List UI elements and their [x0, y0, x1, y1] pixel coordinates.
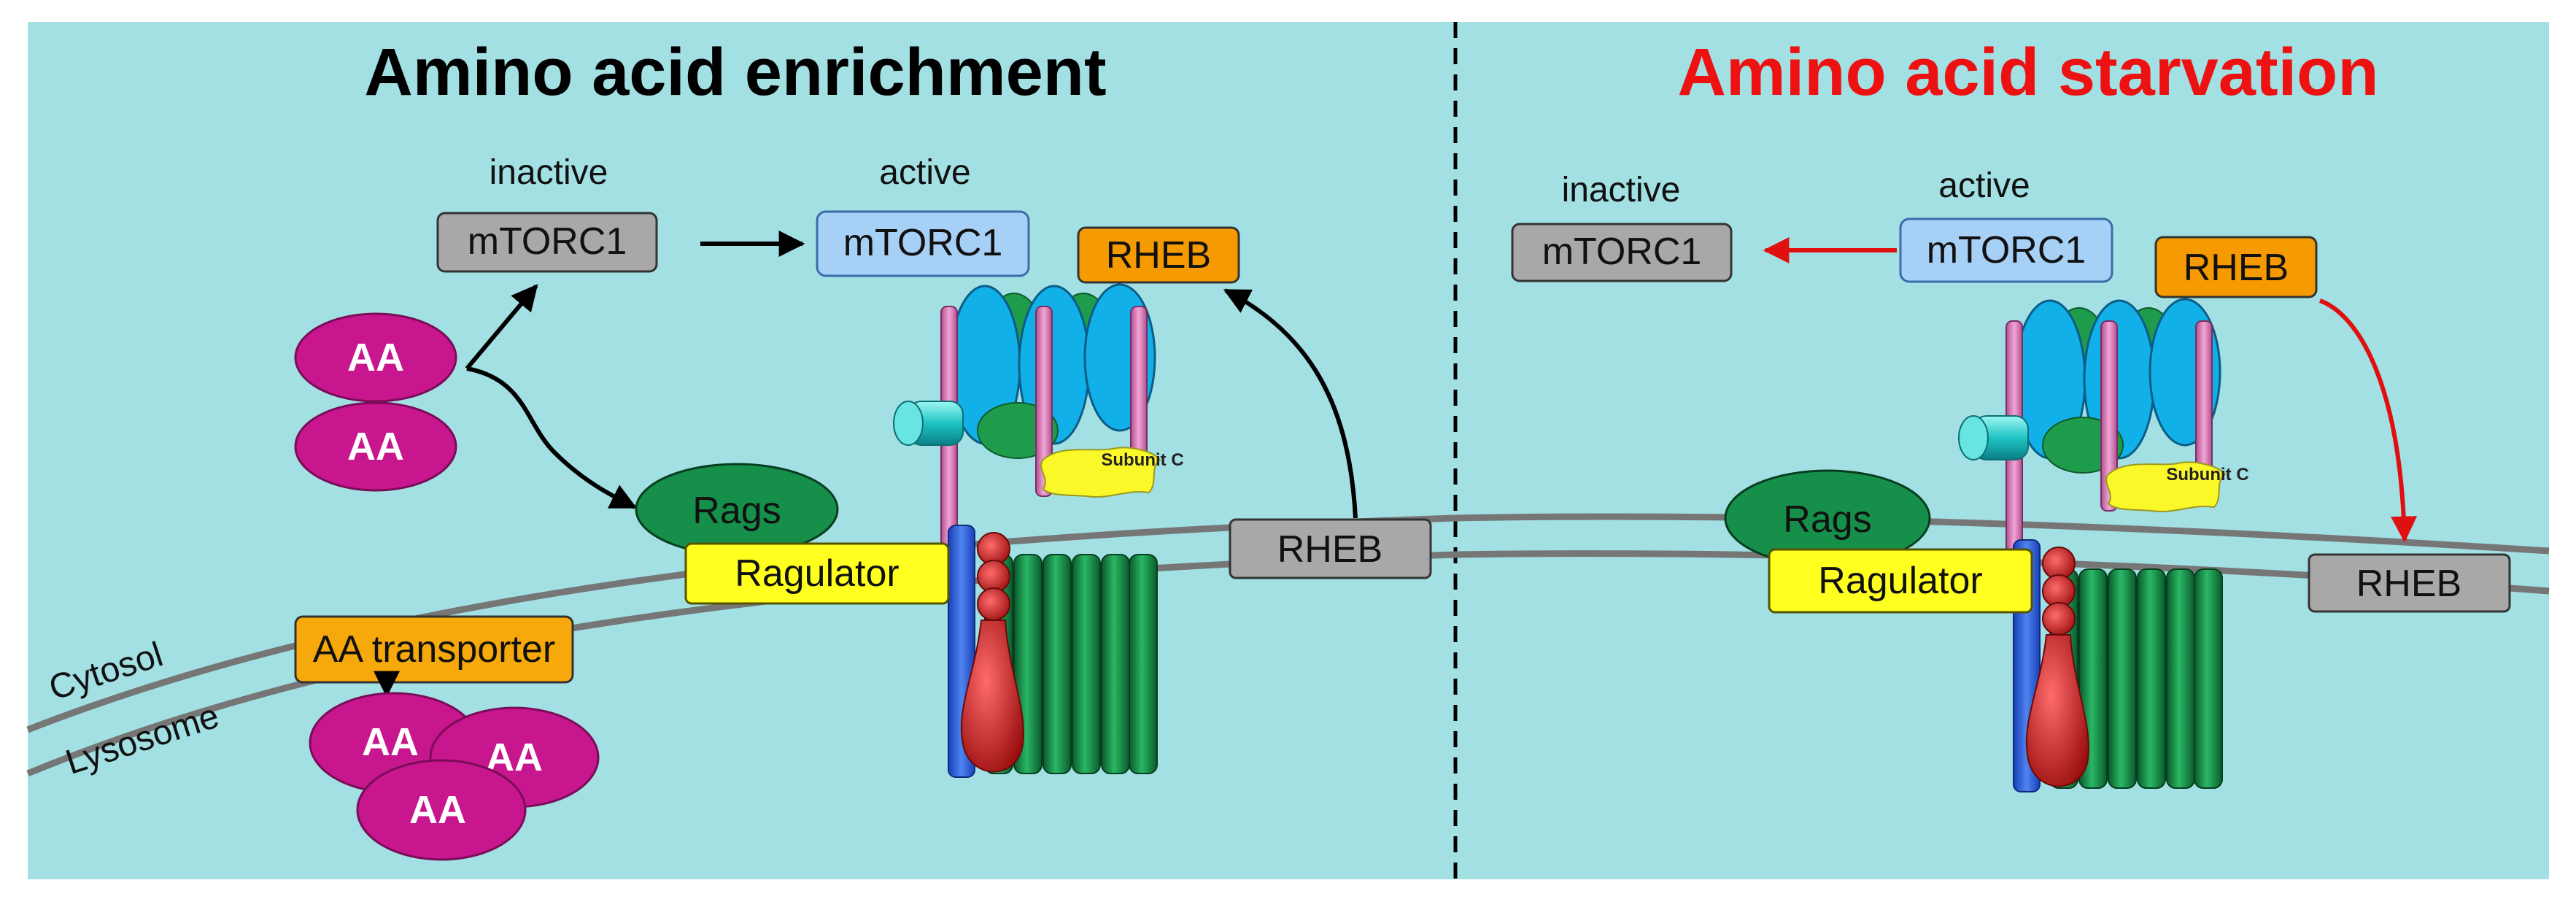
left-rheb-membrane-text: RHEB — [1277, 528, 1382, 571]
aa-cytosol-1: AA — [294, 312, 457, 403]
left-inactive-label: inactive — [490, 153, 608, 192]
aa-cytosol-1-text: AA — [347, 336, 404, 379]
aa-to-mtorc1-arrow — [465, 284, 538, 370]
right-rheb-detaching-text: RHEB — [2184, 247, 2289, 289]
left-rheb-membrane: RHEB — [1229, 518, 1432, 579]
aa-transporter-text: AA transporter — [313, 628, 555, 671]
left-subunit-c-label: Subunit C — [1101, 450, 1183, 470]
right-active-label: active — [1938, 166, 2030, 205]
left-ragulator: Ragulator — [684, 542, 950, 605]
aa-lysosome-3-text: AA — [409, 788, 466, 832]
right-inactive-label: inactive — [1562, 171, 1681, 209]
right-rheb-membrane-text: RHEB — [2356, 563, 2461, 605]
aa-lysosome-3: AA — [356, 759, 527, 861]
right-rags: Rags — [1724, 469, 1931, 567]
left-rheb-active: RHEB — [1077, 226, 1240, 284]
right-rheb-release-arrow — [2318, 298, 2418, 543]
right-mtorc1-active-text: mTORC1 — [1927, 229, 2086, 271]
aa-transporter: AA transporter — [294, 615, 574, 684]
left-rheb-active-text: RHEB — [1106, 234, 1211, 277]
right-mtorc1-active: mTORC1 — [1899, 217, 2113, 283]
left-rags: Rags — [635, 463, 839, 556]
left-mtorc1-active: mTORC1 — [816, 210, 1030, 277]
aa-to-rags-arrow — [466, 366, 638, 509]
left-ragulator-text: Ragulator — [735, 552, 899, 595]
right-subunit-c-label: Subunit C — [2166, 465, 2248, 485]
left-active-label: active — [879, 153, 970, 192]
right-rheb-membrane: RHEB — [2308, 553, 2511, 613]
left-mtorc1-inactive: mTORC1 — [436, 212, 658, 273]
left-mtorc1-active-text: mTORC1 — [843, 222, 1003, 264]
right-mtorc1-inactive-text: mTORC1 — [1542, 231, 1702, 273]
left-mtorc1-inactive-text: mTORC1 — [468, 220, 627, 263]
left-rags-text: Rags — [692, 490, 781, 532]
aa-lysosome-1-text: AA — [362, 720, 419, 764]
right-ragulator-text: Ragulator — [1818, 560, 1982, 602]
right-ragulator: Ragulator — [1768, 548, 2033, 614]
left-rheb-recruit-arrow — [1223, 288, 1358, 519]
left-title: Amino acid enrichment — [364, 35, 1106, 109]
right-mtorc1-inactive: mTORC1 — [1511, 223, 1733, 282]
aa-cytosol-2: AA — [294, 401, 457, 492]
right-rheb-detaching: RHEB — [2154, 236, 2318, 298]
right-title: Amino acid starvation — [1677, 35, 2378, 109]
left-panel-background — [28, 22, 1455, 879]
aa-cytosol-2-text: AA — [347, 425, 404, 468]
right-rags-text: Rags — [1783, 498, 1871, 541]
